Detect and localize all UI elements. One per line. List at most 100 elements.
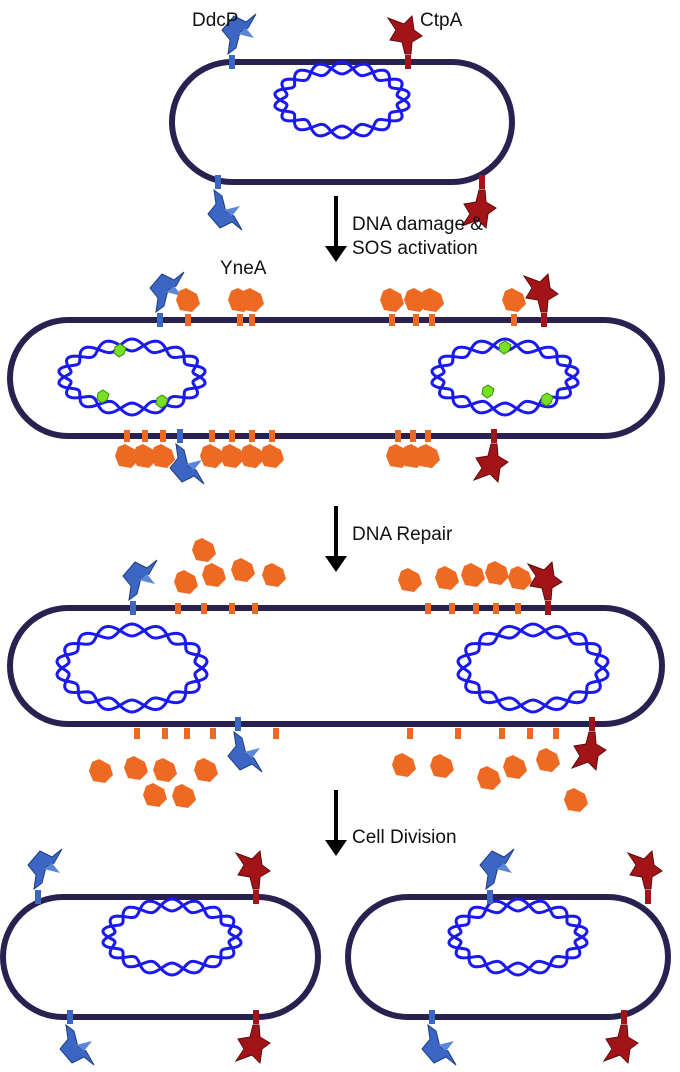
dna-lesion [113,343,127,358]
ynea-protein [416,430,440,468]
ynea-stub [162,728,168,739]
released-ynea-protein [430,754,454,778]
ctpa-protein [234,849,271,890]
ddcp-protein [227,730,263,773]
released-ynea-protein [485,561,509,585]
released-ynea-protein [174,570,198,594]
ddcp-protein [122,559,158,602]
ynea-stub [473,603,479,614]
chromosome-daughter-left [101,897,243,977]
ctpa-protein [526,560,563,601]
ynea-protein [420,288,444,326]
ynea-label: YneA [220,258,267,279]
dna-lesion [155,394,169,409]
released-ynea-protein [508,566,532,590]
ddcp-protein-bottom [207,188,243,231]
ynea-protein [151,430,175,468]
cell-stage-1 [169,59,515,185]
chromosome-stage-1 [273,60,411,140]
ynea-stub [449,603,455,614]
chromosome-right-stage-2 [430,337,580,417]
daughter-cell-left [0,894,321,1020]
step-dna-damage-line2: SOS activation [352,238,478,259]
ddcp-protein [169,442,205,485]
cell-stage-2 [7,317,665,439]
released-ynea-protein [194,758,218,782]
released-ynea-protein [461,563,485,587]
ddcp-protein [149,271,185,314]
released-ynea-protein [89,759,113,783]
daughter-cell-right [345,894,671,1020]
dna-lesion [540,392,554,407]
ynea-stub [493,603,499,614]
ynea-protein [220,430,244,468]
ynea-stub [515,603,521,614]
ynea-stub [184,728,190,739]
ctpa-protein [602,1024,639,1065]
released-ynea-protein [143,783,167,807]
ddcp-protein [479,848,515,891]
step-dna-repair: DNA Repair [352,524,453,545]
ynea-protein [240,430,264,468]
ynea-stub [252,603,258,614]
cell-stage-3 [7,605,665,727]
ctpa-protein [570,731,607,772]
released-ynea-protein [503,755,527,779]
ynea-protein [502,288,526,326]
ynea-protein [240,288,264,326]
ynea-stub [527,728,533,739]
ynea-stub [425,603,431,614]
released-ynea-protein [435,566,459,590]
ctpa-label: CtpA [420,10,463,31]
ctpa-protein [234,1024,271,1065]
chromosome-daughter-right [447,897,589,977]
step-dna-damage: DNA damage & SOS activation [352,213,483,261]
ynea-stub [553,728,559,739]
ynea-protein [200,430,224,468]
ctpa-protein [626,849,663,890]
ynea-stub [499,728,505,739]
arrow-dna-damage [325,196,347,262]
released-ynea-protein [477,766,501,790]
ctpa-protein-top [386,14,423,55]
ctpa-protein-bottom [460,189,497,230]
ynea-stub [210,728,216,739]
released-ynea-protein [398,568,422,592]
ynea-protein [260,430,284,468]
ddcp-protein [59,1023,95,1066]
released-ynea-protein [192,538,216,562]
step-cell-division: Cell Division [352,827,457,848]
ddcp-protein [421,1023,457,1066]
ctpa-protein [472,443,509,484]
released-ynea-protein [536,748,560,772]
released-ynea-protein [392,753,416,777]
ynea-stub [201,603,207,614]
chromosome-right-stage-3 [456,622,610,714]
released-ynea-protein [153,758,177,782]
ynea-protein [380,288,404,326]
released-ynea-protein [262,563,286,587]
ynea-protein [115,430,139,468]
released-ynea-protein [231,558,255,582]
released-ynea-protein [124,756,148,780]
released-ynea-protein [564,788,588,812]
ynea-stub [175,603,181,614]
chromosome-left-stage-3 [55,622,209,714]
dna-lesion [498,340,512,355]
dna-lesion [481,384,495,399]
released-ynea-protein [172,784,196,808]
ynea-stub [455,728,461,739]
ctpa-protein [522,272,559,313]
ynea-stub [134,728,140,739]
released-ynea-protein [202,563,226,587]
ynea-stub [407,728,413,739]
ynea-stub [273,728,279,739]
ddcp-protein-top [221,13,257,56]
ddcp-protein [27,848,63,891]
step-dna-damage-line1: DNA damage & [352,214,483,235]
dna-lesion [96,389,110,404]
ynea-stub [229,603,235,614]
ynea-protein [133,430,157,468]
